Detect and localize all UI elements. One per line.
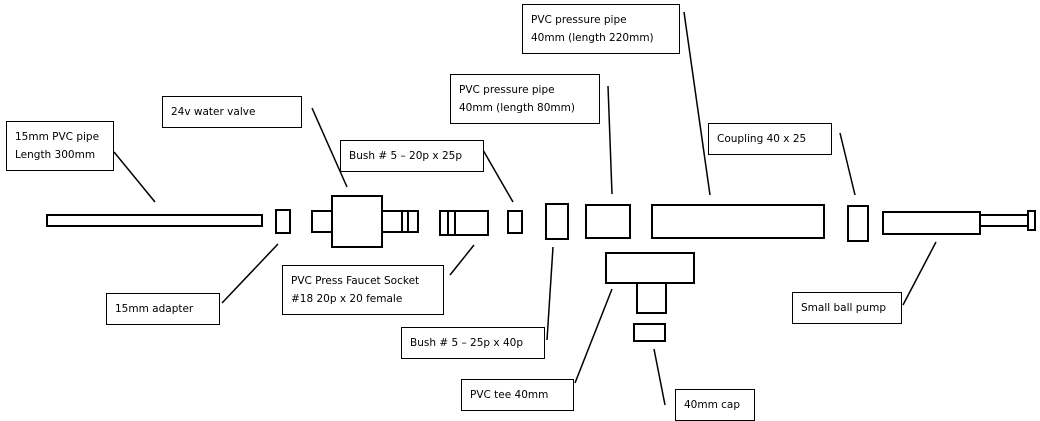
label-water-valve: 24v water valve xyxy=(162,96,302,128)
label-line: 15mm PVC pipe xyxy=(15,131,100,143)
ball-pump-part xyxy=(882,210,1036,235)
label-line: Bush # 5 – 25p x 40p xyxy=(410,337,524,349)
label-line: PVC Press Faucet Socket xyxy=(291,275,420,287)
bush-25-40-part xyxy=(545,203,569,240)
label-pvc-tee-40mm: PVC tee 40mm xyxy=(461,379,574,411)
label-ball-pump: Small ball pump xyxy=(792,292,902,324)
label-line: 40mm cap xyxy=(684,399,741,411)
cap-40mm-part xyxy=(633,323,666,342)
label-pvc-pipe-15mm: 15mm PVC pipe Length 300mm xyxy=(6,121,114,171)
label-coupling: Coupling 40 x 25 xyxy=(708,123,832,155)
label-line: PVC tee 40mm xyxy=(470,389,549,401)
label-line: 24v water valve xyxy=(171,106,256,118)
label-cap-40mm: 40mm cap xyxy=(675,389,755,421)
leader-lines xyxy=(113,11,937,406)
label-adapter-15mm: 15mm adapter xyxy=(106,293,220,325)
adapter-15mm-part xyxy=(275,209,291,234)
label-line: Coupling 40 x 25 xyxy=(717,133,807,145)
label-pvc-pressure-pipe-220: PVC pressure pipe 40mm (length 220mm) xyxy=(522,4,680,54)
label-bush-20-25: Bush # 5 – 20p x 25p xyxy=(340,140,484,172)
label-line: PVC pressure pipe xyxy=(531,14,627,26)
water-valve-part xyxy=(311,195,419,248)
label-bush-25-40: Bush # 5 – 25p x 40p xyxy=(401,327,545,359)
pvc-pipe-15mm-part xyxy=(46,214,263,227)
label-line: 15mm adapter xyxy=(115,303,194,315)
label-faucet-socket: PVC Press Faucet Socket #18 20p x 20 fem… xyxy=(282,265,444,315)
pvc-tee-part xyxy=(605,252,695,314)
faucet-socket-part xyxy=(439,210,489,236)
label-line: 40mm (length 220mm) xyxy=(531,32,654,44)
label-line: Length 300mm xyxy=(15,149,96,161)
pvc-pressure-pipe-220-part xyxy=(651,204,825,239)
bush-20-25-part xyxy=(507,210,523,234)
label-line: Bush # 5 – 20p x 25p xyxy=(349,150,463,162)
label-line: Small ball pump xyxy=(801,302,886,314)
pvc-pressure-pipe-80-part xyxy=(585,204,631,239)
label-line: PVC pressure pipe xyxy=(459,84,555,96)
label-pvc-pressure-pipe-80: PVC pressure pipe 40mm (length 80mm) xyxy=(450,74,600,124)
label-line: #18 20p x 20 female xyxy=(291,293,403,305)
label-line: 40mm (length 80mm) xyxy=(459,102,575,114)
coupling-part xyxy=(847,205,869,242)
